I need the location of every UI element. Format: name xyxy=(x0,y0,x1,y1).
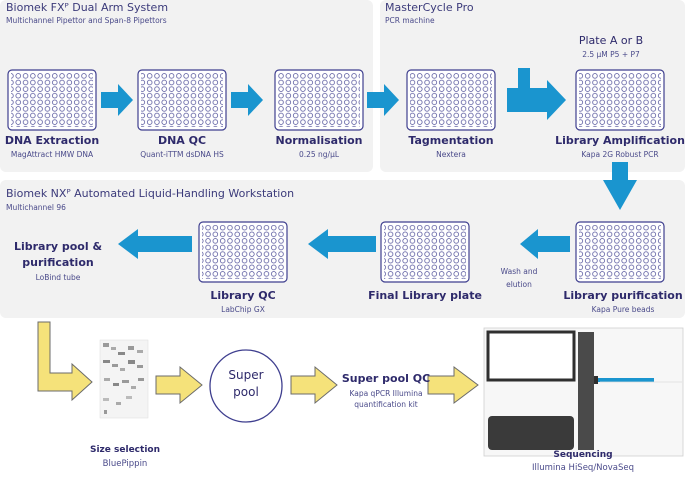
dna-qc-label: DNA QC xyxy=(157,134,207,147)
final-library-plate-label: Final Library plate xyxy=(368,289,482,302)
arrow-left-icon xyxy=(520,229,570,259)
arrow-right-icon xyxy=(155,365,203,405)
tagmentation-sub: Nextera xyxy=(436,150,466,159)
library-pool-sub: LoBind tube xyxy=(35,273,81,282)
arrow-left-icon xyxy=(118,229,192,259)
super-pool-qc-sub-1: Kapa qPCR Illumina xyxy=(349,389,423,398)
dna-qc-sub: Quant-iTTM dsDNA HS xyxy=(140,150,224,159)
biomek-nx-title: Biomek NXᴾ Automated Liquid-Handling Wor… xyxy=(6,187,295,200)
arrow-right-icon xyxy=(427,366,479,404)
super-pool-circle xyxy=(209,349,283,423)
tagmentation-label: Tagmentation xyxy=(408,134,494,147)
library-pool-label-2: purification xyxy=(22,256,94,269)
plate-ab-title: Plate A or B xyxy=(578,34,644,47)
normalisation-sub: 0.25 ng/μL xyxy=(298,150,340,159)
library-qc-sub: LabChip GX xyxy=(221,305,265,314)
super-pool-label-2: pool xyxy=(233,385,259,399)
plate-normalisation xyxy=(274,69,364,131)
gel-image xyxy=(99,339,149,419)
biomek-nx-subtitle: Multichannel 96 xyxy=(6,203,66,212)
size-selection-label: Size selection xyxy=(89,445,161,455)
library-purification-sub: Kapa Pure beads xyxy=(591,305,655,314)
arrow-right-icon xyxy=(231,84,263,116)
arrow-right-icon xyxy=(367,84,399,116)
wash-elution-line-1: Wash and xyxy=(500,267,538,276)
super-pool-qc-sub-2: quantification kit xyxy=(354,400,418,409)
library-amplification-sub: Kapa 2G Robust PCR xyxy=(581,150,659,159)
plate-library-purification xyxy=(575,221,665,283)
mastercycle-title: MasterCycle Pro xyxy=(385,1,474,14)
arrow-right-icon xyxy=(290,365,338,405)
library-purification-label: Library purification xyxy=(563,289,683,302)
biomek-fx-subtitle: Multichannel Pipettor and Span-8 Pipetto… xyxy=(6,16,167,25)
size-selection-sub: BluePippin xyxy=(102,459,148,469)
super-pool-label-1: Super xyxy=(228,368,264,382)
plate-library-amplification xyxy=(575,69,665,131)
arrow-bent-icon xyxy=(37,321,93,402)
arrow-left-icon xyxy=(308,229,376,259)
plate-library-qc xyxy=(198,221,288,283)
dna-extraction-sub: MagAttract HMW DNA xyxy=(10,150,94,159)
super-pool-qc-label: Super pool QC xyxy=(341,372,431,385)
plate-final-library xyxy=(380,221,470,283)
arrow-right-icon xyxy=(101,84,133,116)
sequencer-image xyxy=(483,327,684,457)
sequencing-label: Sequencing xyxy=(553,450,613,460)
plate-tagmentation xyxy=(406,69,496,131)
wash-elution-line-2: elution xyxy=(506,280,532,289)
biomek-fx-title: Biomek FXᴾ Dual Arm System xyxy=(6,1,169,14)
plate-ab-subtitle: 2.5 μM P5 + P7 xyxy=(582,50,640,59)
plate-dna-extraction xyxy=(7,69,97,131)
library-pool-label-1: Library pool & xyxy=(13,240,103,253)
library-qc-label: Library QC xyxy=(210,289,276,302)
merge-arrow-icon xyxy=(507,68,566,120)
normalisation-label: Normalisation xyxy=(275,134,363,147)
mastercycle-subtitle: PCR machine xyxy=(385,16,435,25)
plate-dna-qc xyxy=(137,69,227,131)
sequencing-sub: Illumina HiSeq/NovaSeq xyxy=(531,463,635,473)
dna-extraction-label: DNA Extraction xyxy=(4,134,100,147)
library-amplification-label: Library Amplification xyxy=(555,134,685,147)
arrow-down-icon xyxy=(603,162,637,210)
